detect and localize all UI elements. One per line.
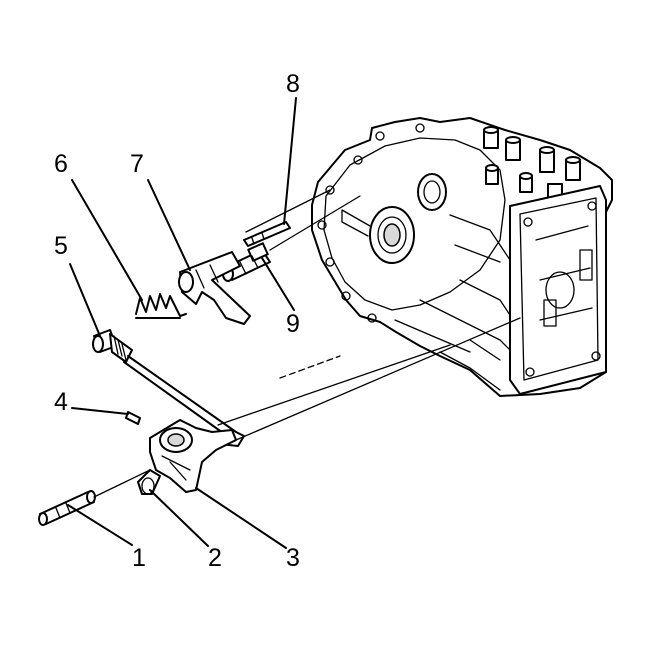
- callout-6: 6: [54, 150, 68, 178]
- case-top-bosses: [483, 126, 581, 199]
- part-7-shift-fork: [178, 251, 251, 325]
- callout-8: 8: [286, 70, 300, 98]
- leader-lines: [67, 97, 297, 549]
- callout-1: 1: [132, 544, 146, 572]
- callout-4: 4: [54, 388, 68, 416]
- callout-9: 9: [286, 310, 300, 338]
- part-3-shift-lever: [149, 419, 237, 493]
- part-5-shift-rod: [92, 329, 245, 447]
- part-2-seal: [137, 469, 161, 495]
- callout-7: 7: [130, 150, 144, 178]
- callout-5: 5: [54, 232, 68, 260]
- leader-6: [71, 179, 143, 301]
- callout-2: 2: [208, 544, 222, 572]
- part-6-detent-spring: [135, 293, 187, 319]
- part-1-shaft: [38, 469, 151, 526]
- part-9-shift-shaft: [222, 242, 271, 282]
- leader-1: [67, 504, 133, 546]
- leader-2: [149, 489, 209, 547]
- assembly-guide-lines: [217, 189, 521, 441]
- leader-3: [195, 487, 287, 549]
- part-8-pin: [243, 221, 291, 247]
- leader-5: [69, 263, 101, 337]
- leader-8: [283, 97, 297, 225]
- callout-3: 3: [286, 544, 300, 572]
- leader-7: [147, 179, 191, 271]
- transaxle-case: [311, 117, 613, 397]
- leader-4: [71, 407, 129, 415]
- leader-9: [261, 257, 295, 311]
- part-4-pin: [125, 411, 141, 425]
